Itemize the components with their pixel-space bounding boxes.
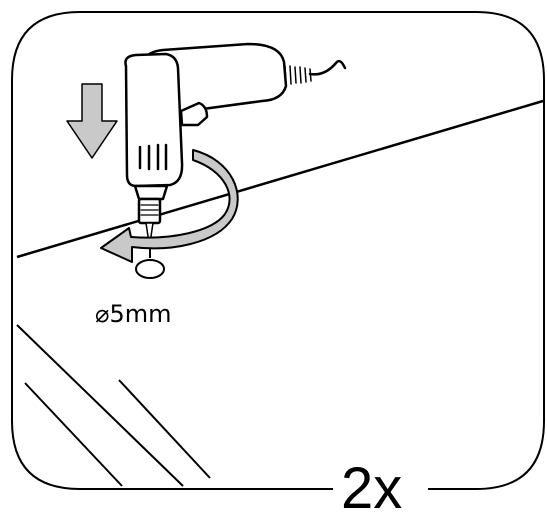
down-arrow-icon xyxy=(66,83,118,159)
drill-nose xyxy=(133,184,169,201)
panel-frame xyxy=(11,11,545,490)
drill-size-label: ⌀5mm xyxy=(95,300,171,328)
chuck-grip-lines xyxy=(140,204,159,216)
panel-diagonal-line xyxy=(118,379,211,479)
drill-body xyxy=(124,52,184,188)
panel-diagonal-line xyxy=(16,324,184,487)
rotation-arrow-icon xyxy=(100,149,239,263)
workpiece-edge-line xyxy=(16,99,544,259)
cord-strain-relief xyxy=(284,65,312,85)
power-cord xyxy=(308,59,347,76)
drill-chuck xyxy=(137,197,162,225)
repeat-count-label: 2x xyxy=(341,456,402,516)
panel-diagonal-line xyxy=(24,382,123,487)
electric-drill-icon xyxy=(124,42,347,244)
drill-trigger xyxy=(179,101,209,127)
